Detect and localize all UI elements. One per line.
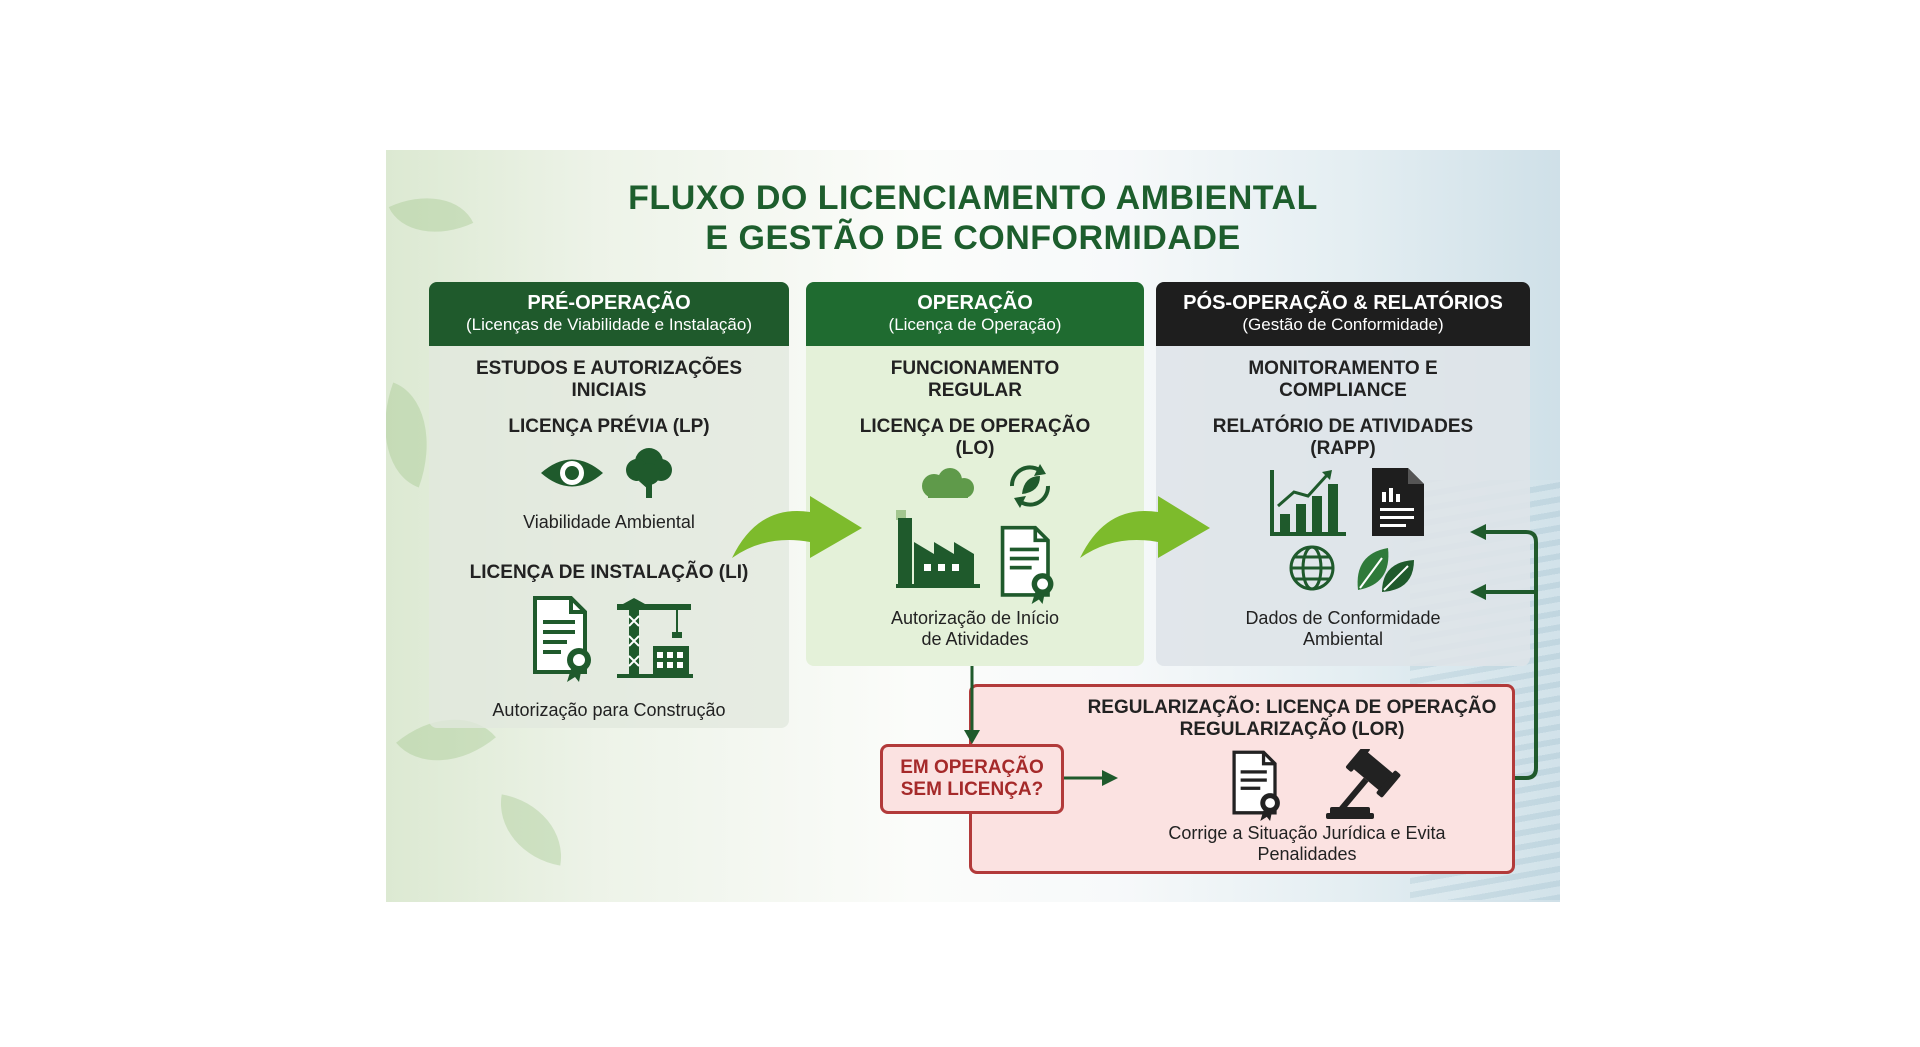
lp-caption: Viabilidade Ambiental [523, 512, 695, 532]
gavel-icon [1326, 749, 1401, 819]
em-operacao-line-2: SEM LICENÇA? [900, 779, 1044, 800]
funcionamento-heading: FUNCIONAMENTO REGULAR [806, 358, 1144, 402]
title-line-2: E GESTÃO DE CONFORMIDADE [705, 219, 1241, 257]
infographic: FLUXO DO LICENCIAMENTO AMBIENTAL E GESTÃ… [386, 150, 1560, 902]
em-operacao-sem-licenca-box: EM OPERAÇÃO SEM LICENÇA? [880, 744, 1064, 814]
report-document-icon [1372, 468, 1424, 536]
funcionamento-heading-line-2: REGULAR [928, 380, 1022, 401]
operacao-title: OPERAÇÃO [917, 292, 1033, 314]
background-leaf [491, 794, 571, 866]
monitoramento-heading: MONITORAMENTO E COMPLIANCE [1156, 358, 1530, 402]
rapp-title-line-2: (RAPP) [1310, 438, 1376, 459]
operacao-caption-line-2: de Atividades [921, 629, 1029, 649]
certificate-icon [533, 596, 591, 682]
em-operacao-line-1: EM OPERAÇÃO [900, 757, 1044, 778]
rapp-title-line-1: RELATÓRIO DE ATIVIDADES [1212, 416, 1474, 437]
pos-operacao-caption: Dados de Conformidade Ambiental [1156, 608, 1530, 650]
regularizacao-caption-line-2: Penalidades [1257, 844, 1357, 864]
funcionamento-heading-line-1: FUNCIONAMENTO [890, 358, 1060, 379]
monitoramento-heading-line-1: MONITORAMENTO E [1248, 358, 1438, 379]
construction-crane-icon [617, 598, 693, 678]
pre-operacao-title: PRÉ-OPERAÇÃO [527, 292, 691, 314]
recycle-leaf-icon [1009, 464, 1051, 508]
leaves-icon [1357, 548, 1414, 592]
lo-title: LICENÇA DE OPERAÇÃO (LO) [806, 416, 1144, 460]
lo-title-line-2: (LO) [955, 438, 995, 459]
pos-operacao-subtitle: (Gestão de Conformidade) [1242, 315, 1444, 334]
regularizacao-title-line-2: REGULARIZAÇÃO (LOR) [1179, 719, 1405, 740]
regularizacao-caption-line-1: Corrige a Situação Jurídica e Evita [1168, 823, 1446, 843]
operacao-caption-line-1: Autorização de Início [890, 608, 1060, 628]
pre-operacao-subtitle: (Licenças de Viabilidade e Instalação) [465, 315, 753, 334]
factory-icon [896, 468, 980, 588]
operacao-caption: Autorização de Início de Atividades [806, 608, 1144, 650]
eye-icon [541, 459, 603, 487]
globe-icon [1289, 545, 1335, 591]
certificate-icon [1000, 525, 1054, 604]
operacao-header: OPERAÇÃO (Licença de Operação) [806, 282, 1144, 346]
pos-operacao-title: PÓS-OPERAÇÃO & RELATÓRIOS [1183, 292, 1503, 314]
estudos-heading-line-2: INICIAIS [571, 380, 647, 401]
li-title: LICENÇA DE INSTALAÇÃO (LI) [469, 562, 749, 583]
estudos-heading-line-1: ESTUDOS E AUTORIZAÇÕES [475, 358, 743, 379]
certificate-icon [1232, 750, 1280, 821]
pos-operacao-header: PÓS-OPERAÇÃO & RELATÓRIOS (Gestão de Con… [1156, 282, 1530, 346]
bar-chart-icon [1270, 470, 1346, 536]
pos-operacao-panel: PÓS-OPERAÇÃO & RELATÓRIOS (Gestão de Con… [1156, 282, 1530, 666]
operacao-panel: OPERAÇÃO (Licença de Operação) FUNCIONAM… [806, 282, 1144, 666]
regularizacao-title-line-1: REGULARIZAÇÃO: LICENÇA DE OPERAÇÃO [1087, 697, 1497, 718]
estudos-heading: ESTUDOS E AUTORIZAÇÕES INICIAIS [429, 358, 789, 402]
pos-operacao-caption-line-1: Dados de Conformidade [1245, 608, 1441, 628]
lo-title-line-1: LICENÇA DE OPERAÇÃO [859, 416, 1091, 437]
pre-operacao-header: PRÉ-OPERAÇÃO (Licenças de Viabilidade e … [429, 282, 789, 346]
regularizacao-caption: Corrige a Situação Jurídica e Evita Pena… [1142, 823, 1472, 865]
monitoramento-heading-line-2: COMPLIANCE [1279, 380, 1407, 401]
tree-icon [626, 448, 672, 498]
rapp-title: RELATÓRIO DE ATIVIDADES (RAPP) [1156, 416, 1530, 460]
pos-operacao-caption-line-2: Ambiental [1302, 629, 1384, 649]
title-line-1: FLUXO DO LICENCIAMENTO AMBIENTAL [628, 179, 1318, 217]
operacao-subtitle: (Licença de Operação) [888, 315, 1062, 334]
regularizacao-title: REGULARIZAÇÃO: LICENÇA DE OPERAÇÃO REGUL… [1072, 697, 1512, 741]
pre-operacao-panel: PRÉ-OPERAÇÃO (Licenças de Viabilidade e … [429, 282, 789, 728]
li-caption: Autorização para Construção [492, 700, 726, 720]
page-title: FLUXO DO LICENCIAMENTO AMBIENTAL E GESTÃ… [386, 178, 1560, 258]
lp-title: LICENÇA PRÉVIA (LP) [508, 416, 710, 437]
